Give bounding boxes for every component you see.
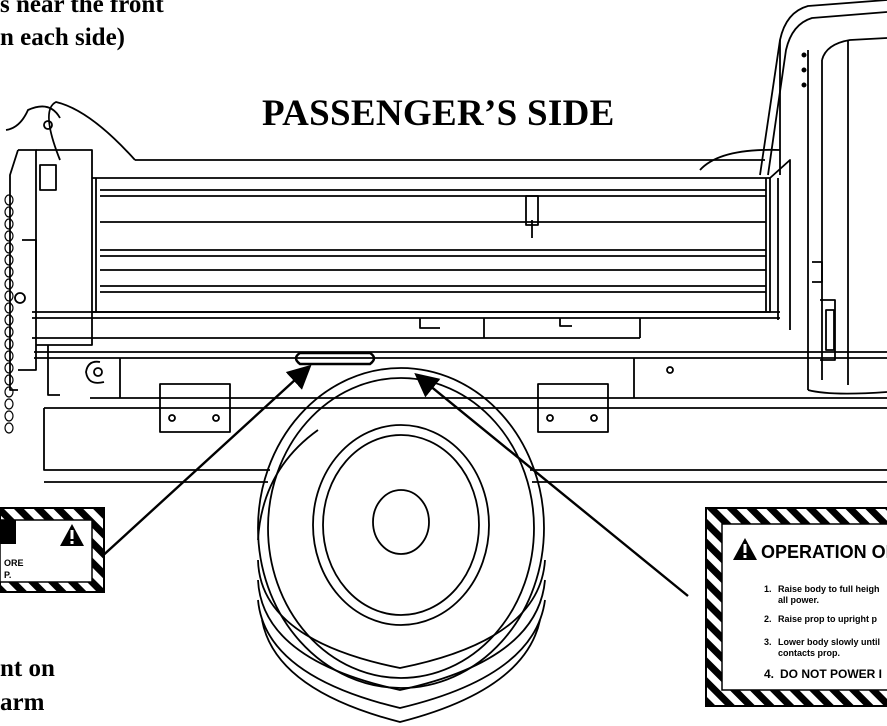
op-step-2-num: 2. bbox=[764, 614, 772, 624]
operation-decal-title: OPERATION OF E bbox=[761, 542, 887, 562]
op-step-4-text: DO NOT POWER I bbox=[780, 667, 882, 681]
bottom-note: nt on arm bbox=[0, 652, 55, 720]
op-step-1-line-1: Raise body to full heigh bbox=[778, 584, 880, 594]
top-note: s near the front n each side) bbox=[0, 0, 164, 54]
dump-body-side bbox=[32, 148, 791, 339]
frame-rails bbox=[34, 351, 887, 483]
op-step-3-num: 3. bbox=[764, 637, 772, 647]
top-note-line-1: s near the front bbox=[0, 0, 164, 18]
bottom-note-line-2: arm bbox=[0, 689, 45, 716]
rear-wheel bbox=[257, 367, 546, 723]
operation-decal: OPERATION OF E 1. Raise body to full hei… bbox=[705, 507, 887, 707]
left-decal-text-1: ORE bbox=[4, 558, 24, 568]
top-note-line-2: n each side) bbox=[0, 24, 125, 51]
safety-chain bbox=[4, 194, 14, 434]
left-warning-decal: ORE P. bbox=[0, 507, 105, 593]
op-step-1-line-2: all power. bbox=[778, 595, 819, 605]
pointer-arrows bbox=[97, 364, 689, 597]
left-decal-text-2: P. bbox=[4, 570, 11, 580]
op-step-2-line-1: Raise prop to upright p bbox=[778, 614, 877, 624]
op-step-3-line-1: Lower body slowly until bbox=[778, 637, 880, 647]
cab bbox=[759, 0, 887, 395]
op-step-3-line-2: contacts prop. bbox=[778, 648, 840, 658]
op-step-4-num: 4. bbox=[764, 667, 774, 681]
side-title: PASSENGER’S SIDE bbox=[262, 93, 615, 134]
left-headboard bbox=[5, 101, 136, 396]
arrow-to-prop-arm bbox=[97, 364, 312, 561]
op-step-1-num: 1. bbox=[764, 584, 772, 594]
bottom-note-line-1: nt on bbox=[0, 655, 55, 682]
arrow-to-decal-location bbox=[414, 372, 689, 597]
